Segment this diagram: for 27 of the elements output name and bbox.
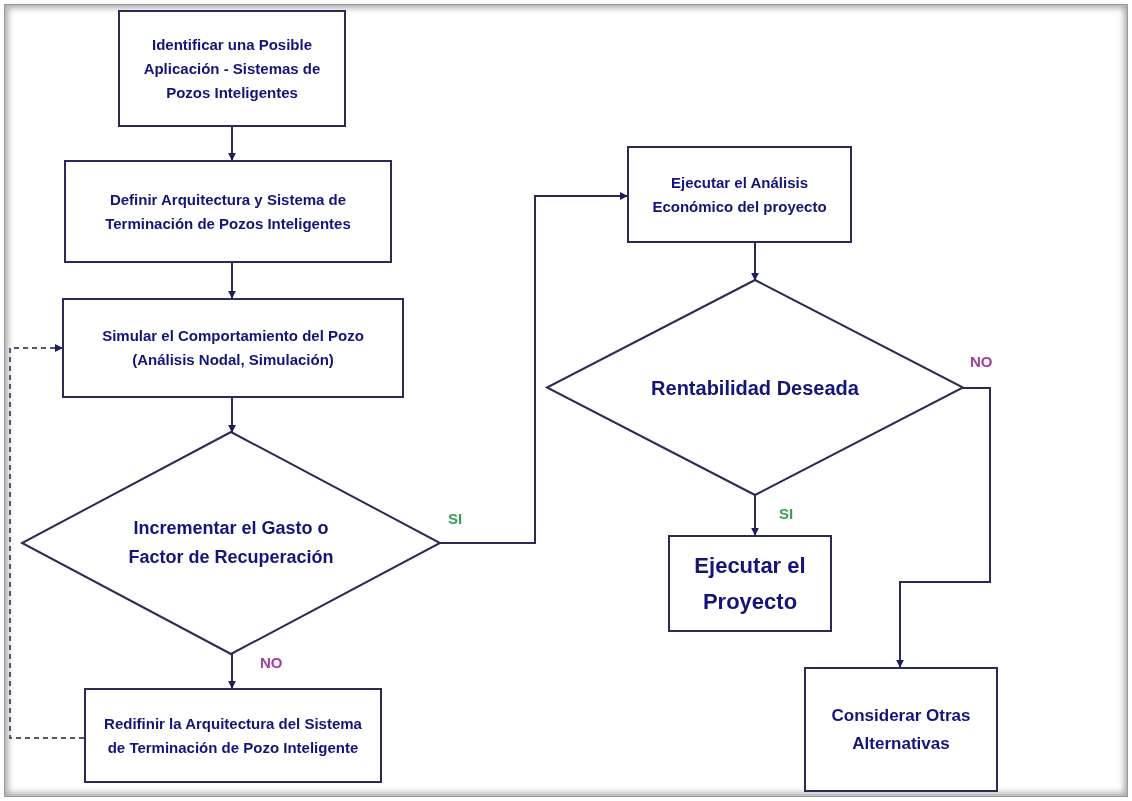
arrow	[228, 653, 236, 689]
arrow	[228, 262, 236, 299]
step-text: Ejecutar el Análisis Económico del proyecto	[651, 172, 828, 217]
arrow	[896, 387, 991, 668]
arrow	[751, 494, 759, 536]
arrow	[228, 126, 236, 161]
process-box	[668, 535, 832, 632]
process-box	[627, 146, 852, 243]
decision-diamond	[547, 280, 963, 495]
step-text: Definir Arquitectura y Sistema de Terminación de Pozos Inteligentes	[104, 189, 352, 234]
step-text: Identificar una Posible Aplicación - Sistemas de Pozos Inteligentes	[142, 34, 322, 103]
step-text: Redifinir la Arquitectura del Sistema de Terminación de Pozo Inteligente	[103, 713, 363, 758]
decision-diamond	[22, 432, 440, 654]
process-box	[118, 10, 346, 127]
step-text: Ejecutar el Proyecto	[693, 552, 807, 616]
process-box	[84, 688, 382, 783]
step-text: Considerar Otras Alternativas	[830, 705, 972, 755]
step-text: Simular el Comportamiento del Pozo (Análisis Nodal, Simulación)	[101, 326, 365, 370]
step-text: Incrementar el Gasto o Factor de Recuperación	[127, 517, 335, 569]
arrow	[751, 242, 759, 281]
arrow	[228, 397, 236, 433]
dashed-arrow	[9, 344, 85, 739]
process-box	[804, 667, 998, 792]
arrow	[439, 192, 628, 544]
step-text: Rentabilidad Deseada	[651, 375, 859, 401]
process-box	[64, 160, 392, 263]
process-box	[62, 298, 404, 398]
